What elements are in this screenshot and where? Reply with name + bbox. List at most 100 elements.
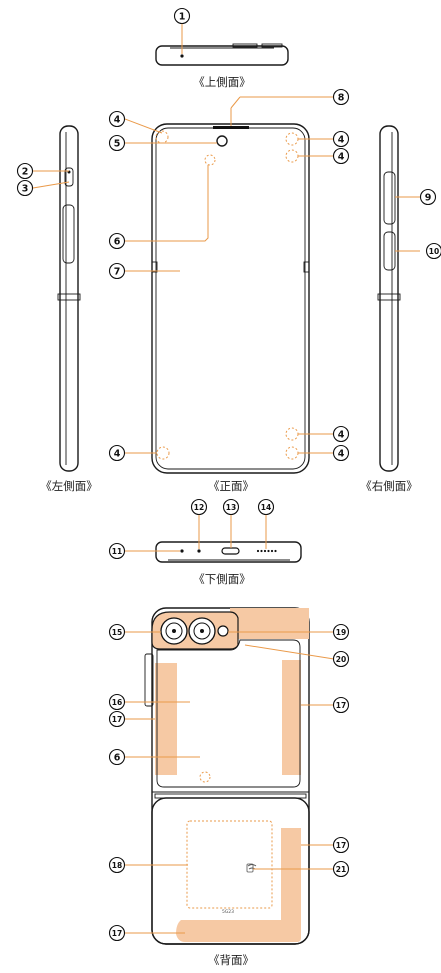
svg-text:4: 4 xyxy=(338,135,345,146)
callout-4-a: 4 xyxy=(108,110,126,128)
left-side-view: 2 3 《左側面》 xyxy=(16,125,98,493)
bottom-side-view: 11 12 13 14 《下側面》 xyxy=(108,498,302,586)
svg-text:4: 4 xyxy=(338,152,345,163)
svg-text:17: 17 xyxy=(336,841,346,850)
right-side-body xyxy=(379,125,399,472)
callout-18: 18 xyxy=(108,856,126,874)
back-print-text: 5G23 xyxy=(222,909,234,915)
svg-text:7: 7 xyxy=(114,267,121,278)
svg-text:6: 6 xyxy=(114,753,121,764)
svg-text:17: 17 xyxy=(112,715,122,724)
bottom-view-caption: 《下側面》 xyxy=(193,572,251,586)
callout-12: 12 xyxy=(190,498,208,516)
usb-port xyxy=(221,547,240,555)
callout-6-back: 6 xyxy=(108,748,126,766)
antenna-zone-lower-right xyxy=(281,828,301,920)
callout-21: 21 xyxy=(332,860,350,878)
svg-text:13: 13 xyxy=(226,503,236,512)
svg-text:17: 17 xyxy=(112,929,122,938)
callout-17-b: 17 xyxy=(332,696,350,714)
svg-text:15: 15 xyxy=(112,628,122,637)
front-view-caption: 《正面》 xyxy=(208,479,254,493)
svg-text:1: 1 xyxy=(179,12,186,23)
svg-text:4: 4 xyxy=(114,449,121,460)
right-side-view: 9 10 《右側面》 xyxy=(360,125,441,493)
callout-17-c: 17 xyxy=(332,836,350,854)
svg-text:21: 21 xyxy=(336,865,346,874)
svg-text:9: 9 xyxy=(425,193,432,204)
left-side-button xyxy=(62,204,75,264)
callout-6-front: 6 xyxy=(108,232,126,250)
callout-4-f: 4 xyxy=(332,444,350,462)
callout-4-e: 4 xyxy=(332,425,350,443)
front-earpiece xyxy=(213,126,249,129)
svg-text:3: 3 xyxy=(22,184,29,195)
bottom-mic xyxy=(197,549,201,553)
callout-4-d: 4 xyxy=(108,444,126,462)
svg-text:6: 6 xyxy=(114,237,121,248)
callout-13: 13 xyxy=(222,498,240,516)
nfc-icon xyxy=(246,863,257,873)
callout-2: 2 xyxy=(16,162,34,180)
callout-4-c: 4 xyxy=(332,147,350,165)
right-volume-key xyxy=(383,171,396,225)
callout-19: 19 xyxy=(332,623,350,641)
svg-text:11: 11 xyxy=(112,547,122,556)
front-body xyxy=(151,123,310,474)
front-camera xyxy=(216,135,228,147)
callout-3: 3 xyxy=(16,179,34,197)
callout-4-b: 4 xyxy=(332,130,350,148)
svg-text:2: 2 xyxy=(22,167,29,178)
callout-15: 15 xyxy=(108,623,126,641)
bottom-side-body xyxy=(155,541,302,563)
svg-text:5: 5 xyxy=(114,139,121,150)
svg-text:18: 18 xyxy=(112,861,122,870)
callout-17-a: 17 xyxy=(108,710,126,728)
svg-text:12: 12 xyxy=(194,503,204,512)
cover-display xyxy=(156,639,301,788)
callout-17-d: 17 xyxy=(108,924,126,942)
left-view-caption: 《左側面》 xyxy=(40,479,98,493)
top-view-caption: 《上側面》 xyxy=(193,75,251,89)
svg-text:19: 19 xyxy=(336,628,346,637)
svg-text:8: 8 xyxy=(338,93,345,104)
front-display xyxy=(155,127,306,470)
svg-text:14: 14 xyxy=(261,503,271,512)
back-view-caption: 《背面》 xyxy=(208,953,254,967)
strap-hole xyxy=(180,549,184,553)
callout-16: 16 xyxy=(108,693,126,711)
callout-11: 11 xyxy=(108,542,126,560)
svg-text:17: 17 xyxy=(336,701,346,710)
back-lower-half xyxy=(151,797,310,945)
callout-1: 1 xyxy=(173,7,191,25)
antenna-zone-top xyxy=(230,608,309,639)
nfc-area xyxy=(186,820,273,909)
callout-20: 20 xyxy=(332,650,350,668)
right-power-key xyxy=(383,231,396,271)
antenna-zone-upper-left xyxy=(155,663,177,775)
callout-10: 10 xyxy=(425,242,441,260)
rear-flash xyxy=(217,625,229,637)
top-side-view: 1 《上側面》 xyxy=(155,7,289,89)
antenna-zone-upper-right xyxy=(282,660,301,775)
svg-text:20: 20 xyxy=(336,655,346,664)
front-view: 8 4 5 4 4 6 7 4 xyxy=(108,88,350,493)
back-view: 5G23 15 19 20 16 17 xyxy=(108,607,350,967)
top-mic-hole xyxy=(180,54,184,58)
speaker-grille xyxy=(256,549,277,553)
callout-5: 5 xyxy=(108,134,126,152)
left-sim-slot xyxy=(64,167,74,187)
callout-14: 14 xyxy=(257,498,275,516)
svg-text:10: 10 xyxy=(429,247,439,256)
top-side-body xyxy=(155,45,289,66)
svg-text:16: 16 xyxy=(112,698,122,707)
right-view-caption: 《右側面》 xyxy=(360,479,418,493)
svg-text:4: 4 xyxy=(338,430,345,441)
callout-9: 9 xyxy=(419,188,437,206)
svg-text:4: 4 xyxy=(114,115,121,126)
callout-8: 8 xyxy=(332,88,350,106)
svg-text:4: 4 xyxy=(338,449,345,460)
antenna-zone-bottom xyxy=(176,920,301,942)
callout-7: 7 xyxy=(108,262,126,280)
